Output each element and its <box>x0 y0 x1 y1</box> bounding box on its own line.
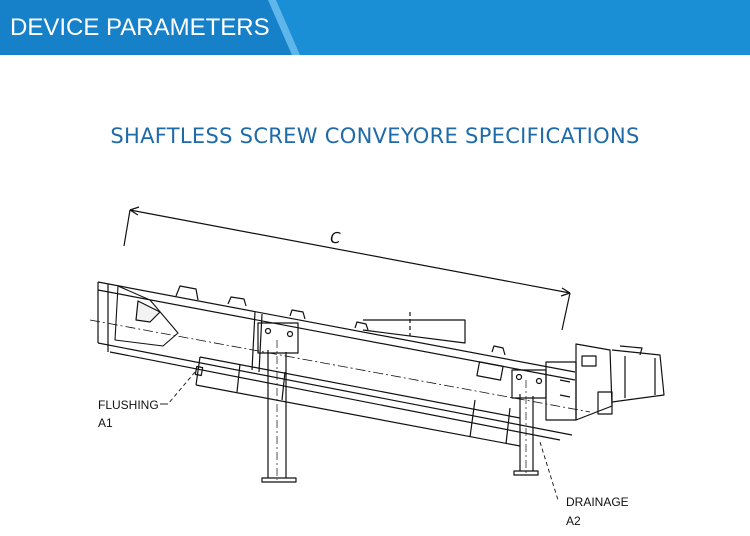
banner-title: DEVICE PARAMETERS <box>10 14 270 41</box>
lower-tube <box>194 356 521 447</box>
dimension-c <box>123 206 571 331</box>
callout-flushing-name: FLUSHING <box>98 398 159 412</box>
callout-flushing-leader <box>160 371 196 405</box>
drive-assembly <box>545 343 665 421</box>
header-banner: DEVICE PARAMETERS <box>0 0 750 55</box>
callout-flushing-code: A1 <box>98 416 113 430</box>
spec-title: SHAFTLESS SCREW CONVEYORE SPECIFICATIONS <box>110 124 640 148</box>
callout-drainage-name: DRAINAGE <box>566 495 629 509</box>
support-leg-2 <box>511 369 547 476</box>
callout-drainage-leader <box>539 441 559 501</box>
callout-drainage-code: A2 <box>566 514 581 528</box>
banner-background <box>0 0 750 55</box>
support-leg-1 <box>257 322 299 483</box>
conveyor-trough <box>89 281 591 441</box>
